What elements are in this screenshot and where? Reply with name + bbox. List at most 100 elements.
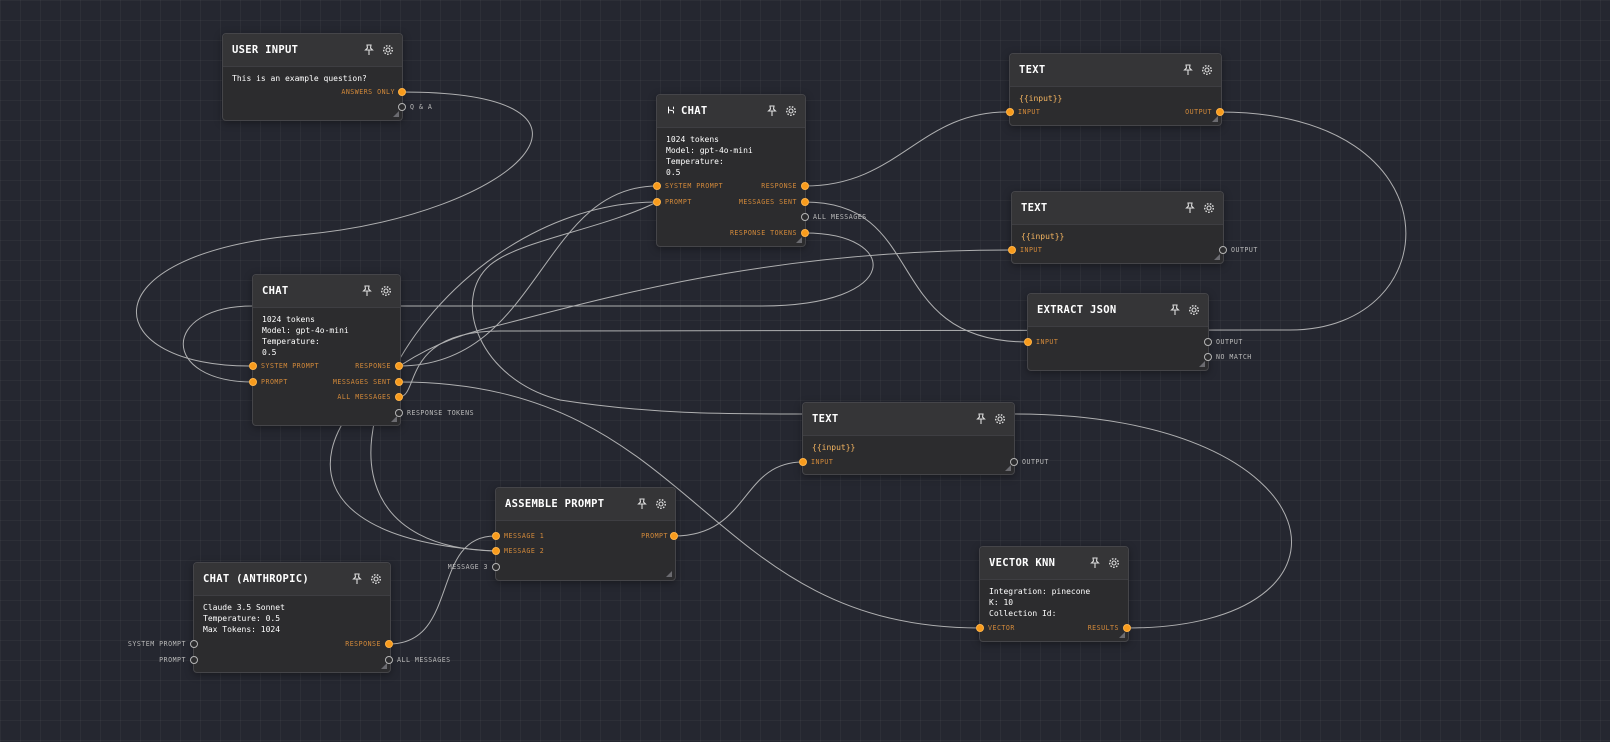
port-qa[interactable] bbox=[398, 103, 406, 111]
port-label-prompt: PROMPT bbox=[261, 378, 288, 386]
node-header[interactable]: TEXT bbox=[803, 403, 1014, 436]
resize-handle[interactable] bbox=[666, 571, 672, 577]
resize-handle[interactable] bbox=[1212, 116, 1218, 122]
resize-handle[interactable] bbox=[381, 663, 387, 669]
pin-icon[interactable] bbox=[1089, 557, 1101, 569]
node-header[interactable]: CHAT (ANTHROPIC) bbox=[194, 563, 390, 596]
port-label-no-match: NO MATCH bbox=[1216, 353, 1252, 361]
port-label-input: INPUT bbox=[1020, 246, 1043, 254]
node-body-line: Max Tokens: 1024 bbox=[203, 625, 281, 634]
resize-handle[interactable] bbox=[391, 416, 397, 422]
resize-handle[interactable] bbox=[1199, 361, 1205, 367]
gear-icon[interactable] bbox=[1188, 304, 1200, 316]
resize-handle[interactable] bbox=[1005, 465, 1011, 471]
port-system-prompt[interactable] bbox=[653, 182, 661, 190]
gear-icon[interactable] bbox=[994, 413, 1006, 425]
port-label-vector: VECTOR bbox=[988, 624, 1015, 632]
extract-json-node[interactable]: EXTRACT JSON bbox=[1027, 293, 1209, 371]
port-label-message-2: MESSAGE 2 bbox=[504, 547, 545, 555]
gear-icon[interactable] bbox=[655, 498, 667, 510]
port-message-3[interactable] bbox=[492, 563, 500, 571]
port-input[interactable] bbox=[799, 458, 807, 466]
port-label-output: OUTPUT bbox=[1185, 108, 1212, 116]
resize-handle[interactable] bbox=[393, 111, 399, 117]
chat-node-top[interactable]: CHAT 1024 tokens Model: gpt-4o-mini Temp… bbox=[656, 94, 806, 247]
port-messages-sent[interactable] bbox=[395, 378, 403, 386]
port-all-messages[interactable] bbox=[801, 213, 809, 221]
pin-icon[interactable] bbox=[351, 573, 363, 585]
pin-icon[interactable] bbox=[363, 44, 375, 56]
text-node-3[interactable]: TEXT {{input}} bbox=[802, 402, 1015, 475]
port-answers-only[interactable] bbox=[398, 88, 406, 96]
port-output[interactable] bbox=[1010, 458, 1018, 466]
port-system-prompt[interactable] bbox=[190, 640, 198, 648]
port-message-1[interactable] bbox=[492, 532, 500, 540]
pin-icon[interactable] bbox=[1169, 304, 1181, 316]
pin-icon[interactable] bbox=[766, 105, 778, 117]
port-output[interactable] bbox=[1219, 246, 1227, 254]
chat-anthropic-node[interactable]: CHAT (ANTHROPIC) Claude 3.5 Sonnet Tempe… bbox=[193, 562, 391, 673]
node-title: ASSEMBLE PROMPT bbox=[505, 498, 605, 510]
port-label-output: OUTPUT bbox=[1022, 458, 1049, 466]
port-response-tokens[interactable] bbox=[395, 409, 403, 417]
text-node-2[interactable]: TEXT {{input}} bbox=[1011, 191, 1224, 264]
node-header[interactable]: EXTRACT JSON bbox=[1028, 294, 1208, 327]
port-vector[interactable] bbox=[976, 624, 984, 632]
node-header[interactable]: USER INPUT bbox=[223, 34, 402, 67]
node-header[interactable]: ASSEMBLE PROMPT bbox=[496, 488, 675, 521]
port-results[interactable] bbox=[1123, 624, 1131, 632]
port-input[interactable] bbox=[1024, 338, 1032, 346]
node-header[interactable]: VECTOR KNN bbox=[980, 547, 1128, 580]
port-system-prompt[interactable] bbox=[249, 362, 257, 370]
port-messages-sent[interactable] bbox=[801, 198, 809, 206]
port-prompt[interactable] bbox=[653, 198, 661, 206]
gear-icon[interactable] bbox=[1108, 557, 1120, 569]
gear-icon[interactable] bbox=[785, 105, 797, 117]
port-all-messages[interactable] bbox=[395, 393, 403, 401]
node-body-line: Temperature: bbox=[666, 157, 724, 166]
port-response-tokens[interactable] bbox=[801, 229, 809, 237]
pin-icon[interactable] bbox=[361, 285, 373, 297]
pin-icon[interactable] bbox=[1182, 64, 1194, 76]
text-node-1[interactable]: TEXT {{input}} bbox=[1009, 53, 1222, 126]
node-title: CHAT bbox=[681, 105, 708, 117]
node-header[interactable]: TEXT bbox=[1010, 54, 1221, 87]
port-input[interactable] bbox=[1008, 246, 1016, 254]
port-prompt[interactable] bbox=[670, 532, 678, 540]
gear-icon[interactable] bbox=[1201, 64, 1213, 76]
gear-icon[interactable] bbox=[370, 573, 382, 585]
port-prompt[interactable] bbox=[249, 378, 257, 386]
node-title: VECTOR KNN bbox=[989, 557, 1056, 569]
gear-icon[interactable] bbox=[1203, 202, 1215, 214]
pin-icon[interactable] bbox=[1184, 202, 1196, 214]
port-response[interactable] bbox=[395, 362, 403, 370]
port-label-answers-only: ANSWERS ONLY bbox=[341, 88, 395, 96]
chat-node-left[interactable]: CHAT 1024 tokens Model: gpt-4o-mini Temp… bbox=[252, 274, 401, 426]
port-all-messages[interactable] bbox=[385, 656, 393, 664]
gear-icon[interactable] bbox=[382, 44, 394, 56]
port-response[interactable] bbox=[385, 640, 393, 648]
port-output[interactable] bbox=[1204, 338, 1212, 346]
node-header[interactable]: CHAT bbox=[657, 95, 805, 128]
port-no-match[interactable] bbox=[1204, 353, 1212, 361]
user-input-node[interactable]: USER INPUT This is an example question? bbox=[222, 33, 403, 121]
port-response[interactable] bbox=[801, 182, 809, 190]
pin-icon[interactable] bbox=[975, 413, 987, 425]
port-label-qa: Q & A bbox=[410, 103, 433, 111]
resize-handle[interactable] bbox=[1119, 632, 1125, 638]
assemble-prompt-node[interactable]: ASSEMBLE PROMPT bbox=[495, 487, 676, 581]
port-message-2[interactable] bbox=[492, 547, 500, 555]
pin-icon[interactable] bbox=[636, 498, 648, 510]
wire-text1-output-to-chat-left-allmessages bbox=[398, 111, 1407, 398]
gear-icon[interactable] bbox=[380, 285, 392, 297]
port-input[interactable] bbox=[1006, 108, 1014, 116]
port-output[interactable] bbox=[1216, 108, 1224, 116]
node-header[interactable]: CHAT bbox=[253, 275, 400, 308]
resize-handle[interactable] bbox=[1214, 254, 1220, 260]
resize-handle[interactable] bbox=[796, 237, 802, 243]
port-prompt[interactable] bbox=[190, 656, 198, 664]
node-header[interactable]: TEXT bbox=[1012, 192, 1223, 225]
vector-knn-node[interactable]: VECTOR KNN Integration: pinecone K: 10 C… bbox=[979, 546, 1129, 642]
wire-assemble-prompt-to-text3 bbox=[673, 461, 804, 537]
template-text: {{input}} bbox=[1019, 94, 1063, 103]
